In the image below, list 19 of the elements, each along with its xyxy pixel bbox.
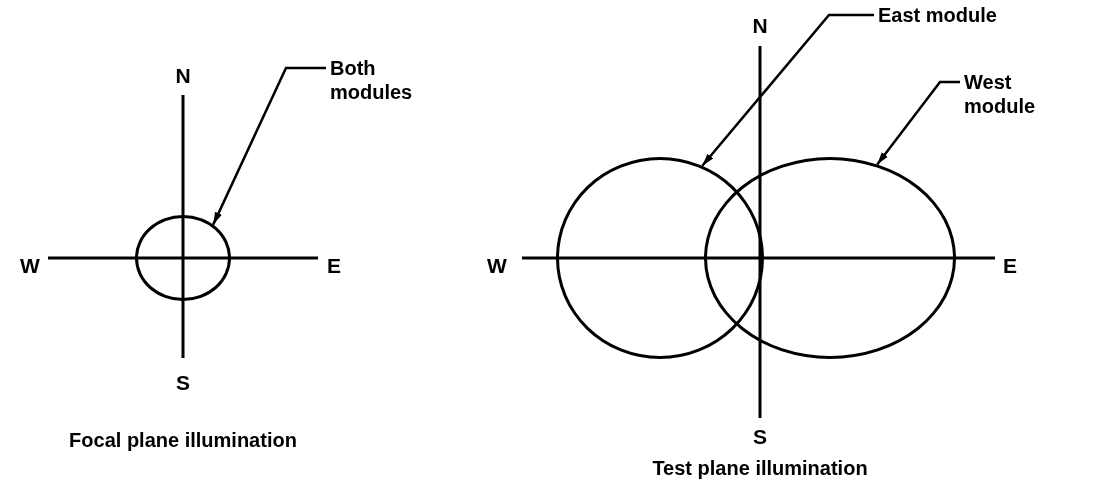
callout-label: East module	[878, 3, 997, 27]
compass-label: S	[176, 371, 190, 395]
callout-label: West module	[964, 70, 1074, 118]
compass-label: N	[175, 64, 191, 88]
compass-label: E	[327, 254, 341, 278]
caption: Test plane illumination	[652, 456, 868, 480]
callout-label: Both modules	[330, 56, 450, 104]
illumination-ellipse	[556, 157, 764, 359]
compass-label: N	[752, 14, 768, 38]
caption: Focal plane illumination	[69, 428, 297, 452]
compass-label: W	[487, 254, 507, 278]
illumination-ellipse	[704, 157, 956, 359]
leader-line	[876, 80, 960, 166]
compass-label: S	[753, 425, 767, 449]
leader-line	[701, 13, 874, 167]
compass-label: W	[20, 254, 40, 278]
illumination-ellipse	[135, 215, 231, 301]
compass-label: E	[1003, 254, 1017, 278]
leader-line	[212, 66, 326, 226]
